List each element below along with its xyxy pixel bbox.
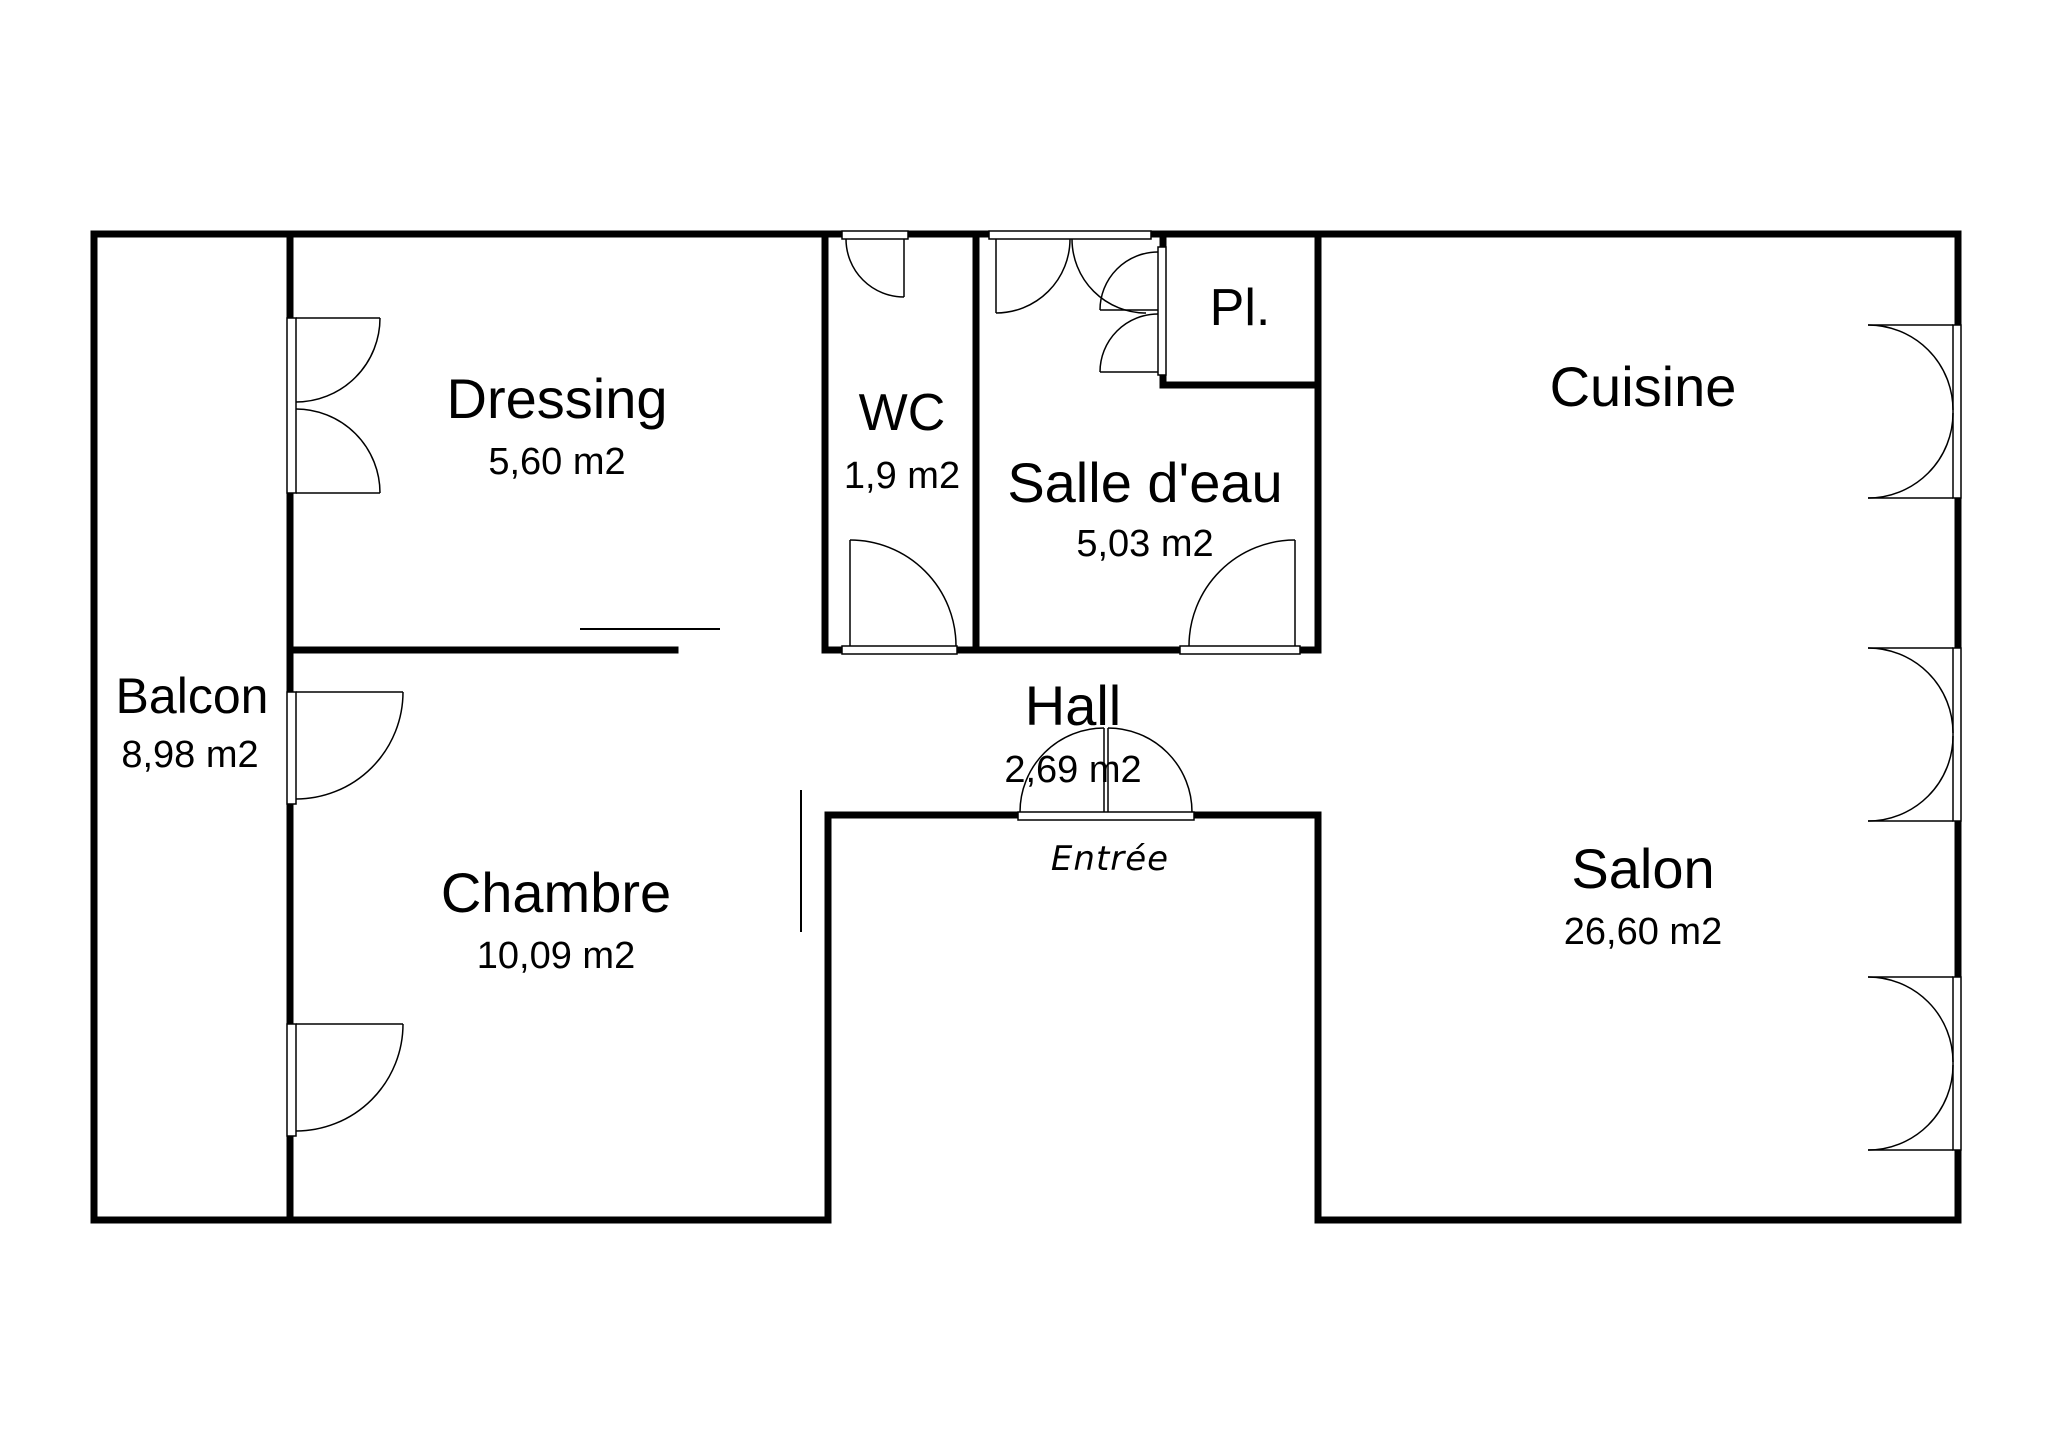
room-area-salle-deau: 5,03 m2 [1076,523,1213,565]
room-area-wc: 1,9 m2 [844,455,960,497]
placard-door[interactable] [1099,246,1167,376]
room-name-chambre: Chambre [441,861,671,924]
salon-window-top[interactable] [1867,647,1962,822]
salle-deau-door[interactable] [1179,539,1301,655]
chambre-window-bottom[interactable] [286,1023,404,1137]
room-name-salle-deau: Salle d'eau [1007,451,1282,514]
room-area-balcon: 8,98 m2 [121,734,258,776]
room-name-placard: Pl. [1210,279,1271,337]
wc-door[interactable] [841,539,958,655]
room-area-chambre: 10,09 m2 [477,935,635,977]
cuisine-window[interactable] [1867,324,1962,499]
room-name-dressing: Dressing [447,367,668,430]
salon-window-bottom[interactable] [1867,976,1962,1151]
room-name-cuisine: Cuisine [1550,355,1737,418]
room-name-hall: Hall [1025,674,1121,737]
salle-deau-top-door[interactable] [988,230,1152,314]
room-area-hall: 2,69 m2 [1004,749,1141,791]
room-area-dressing: 5,60 m2 [488,441,625,483]
entrance-door[interactable] [1017,727,1195,821]
chambre-window-top[interactable] [286,691,404,805]
dressing-window[interactable] [286,317,381,494]
wc-top-door[interactable] [841,230,909,298]
room-name-balcon: Balcon [116,668,269,724]
entrance-label: Entrée [1051,839,1169,879]
room-name-wc: WC [859,384,946,442]
room-area-salon: 26,60 m2 [1564,911,1722,953]
room-name-salon: Salon [1571,837,1714,900]
